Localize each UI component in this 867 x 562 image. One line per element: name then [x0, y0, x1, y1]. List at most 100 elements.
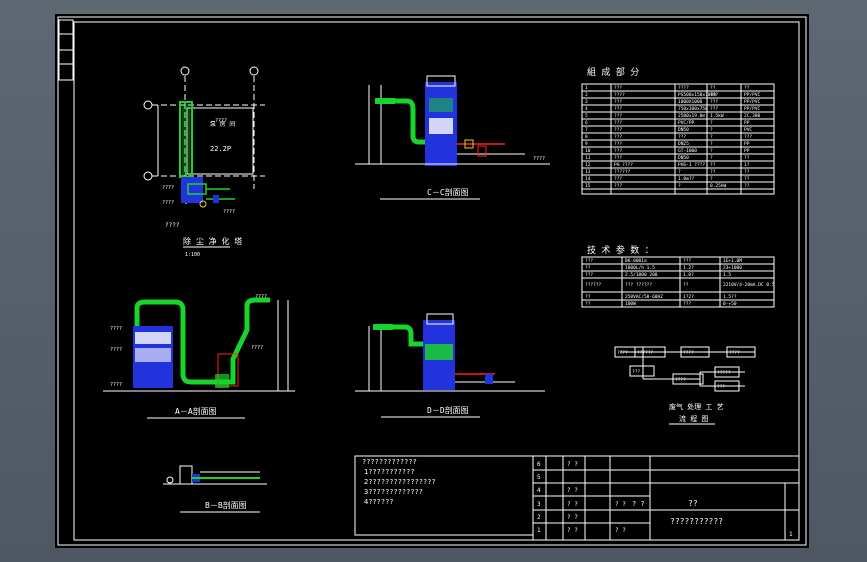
section-cc-title: C－C剖面图 — [427, 187, 469, 197]
title-block — [532, 455, 800, 541]
materials-cell: 14 — [585, 176, 591, 182]
drawing-sheet[interactable]: ???? ???? ???? ???? ???? 泵 房 间 22.2P 除 尘… — [55, 14, 809, 548]
tech-params-cell: 23+1000 — [723, 265, 742, 271]
tech-params-cell: BK-0001a — [625, 258, 647, 264]
tb-qq-2: ? ? — [567, 487, 578, 494]
materials-cell: PS500x150x1000 — [678, 92, 716, 98]
tech-params-title: 技 术 参 数 ： — [587, 244, 654, 256]
plan-view: ???? ???? ???? ???? ???? — [143, 66, 265, 229]
materials-cell: ??? — [614, 120, 622, 126]
materials-cell: 4 — [585, 106, 588, 112]
materials-cell: ? — [678, 183, 681, 189]
tech-params-cell: 1.5?? — [723, 294, 737, 300]
materials-cell: 13 — [585, 169, 591, 175]
materials-cell: ? — [710, 120, 713, 126]
materials-cell: ??? — [614, 99, 622, 105]
materials-cell: ??? — [678, 134, 686, 140]
svg-text:????: ???? — [215, 118, 227, 124]
materials-cell: ???? — [614, 92, 625, 98]
section-bb-drawing — [163, 465, 267, 485]
materials-cell: ??? — [614, 176, 622, 182]
tech-params-cell: ?? — [585, 265, 591, 271]
tb-qq-5: ? ? — [567, 527, 578, 534]
materials-cell: ??? — [614, 134, 622, 140]
materials-cell: 6 — [585, 120, 588, 126]
materials-cell: DN25 — [678, 141, 689, 147]
materials-cell: ?? — [744, 155, 750, 161]
plan-room-label: 泵 房 间 — [210, 120, 235, 128]
tech-params-cell: 1.2? — [683, 265, 694, 271]
tb-qq-7: ? ? — [615, 527, 626, 534]
materials-cell: DN50 — [678, 127, 689, 133]
section-aa-drawing: ???? ???? ???? ???? ???? — [103, 294, 295, 392]
notes-heading: ????????????? — [362, 458, 417, 466]
svg-text:????: ???? — [110, 326, 122, 332]
plan-title: 除 尘 净 化 塔 — [183, 236, 242, 246]
svg-text:????: ???? — [162, 185, 174, 191]
tech-params-cell: 2.5/1000 200 — [625, 272, 658, 278]
materials-cell: 15 — [585, 183, 591, 189]
materials-cell: PP — [744, 120, 750, 126]
tech-params-cell: 1?2? — [683, 294, 694, 300]
materials-cell: ?? — [744, 85, 750, 91]
svg-text:????: ???? — [110, 382, 122, 388]
materials-cell: ??? — [710, 92, 718, 98]
tech-params-cell: 250VAC/50-60HZ — [625, 294, 663, 300]
section-bb-title: B－B剖面图 — [205, 500, 247, 510]
materials-cell: ?? — [744, 169, 750, 175]
flow-box-label: ???? — [729, 350, 740, 356]
materials-cell: ? — [710, 127, 713, 133]
notes-item-2: 2???????????????? — [364, 478, 436, 486]
tech-params-cell: ?????? — [585, 282, 602, 288]
tb-project-name: ??????????? — [670, 517, 723, 526]
materials-cell: ??? — [614, 155, 622, 161]
materials-cell: PVC/PP — [678, 120, 695, 126]
materials-cell: ?? — [710, 162, 716, 168]
materials-cell: 3 — [585, 99, 588, 105]
materials-cell: 1.0m?? — [678, 176, 695, 182]
materials-cell: ??? — [614, 106, 622, 112]
materials-cell: 750x100x750 — [678, 106, 708, 112]
materials-cell: ?? — [744, 183, 750, 189]
materials-table-text: 1???????????2????PS500x150x1000???PP/PVC… — [585, 85, 761, 189]
svg-text:????: ???? — [162, 200, 174, 206]
svg-text:????: ???? — [255, 294, 267, 300]
tb-qq-8: ? ? — [632, 500, 645, 508]
plan-area-label: 22.2P — [210, 145, 231, 153]
section-dd-title: D－D剖面图 — [427, 405, 469, 415]
tech-params-cell: ?? — [585, 294, 591, 300]
tech-params-cell: ?? — [683, 282, 689, 288]
materials-cell: PP/PVC — [744, 92, 761, 98]
process-title-1: 废气 处理 工 艺 — [669, 402, 724, 411]
materials-cell: 11 — [585, 155, 591, 161]
process-flow-diagram — [614, 346, 756, 392]
tech-params-cell: 1.5 — [723, 272, 731, 278]
flow-box-label: ????? — [717, 370, 731, 376]
materials-cell: ???? — [678, 85, 689, 91]
flow-box-label: ??? — [632, 369, 640, 375]
materials-cell: ? — [710, 141, 713, 147]
tb-qq-1: ? ? — [567, 461, 578, 468]
tech-params-cell: ??? — [683, 301, 691, 307]
tb-row-3: 3 — [537, 501, 541, 508]
materials-cell: ?? — [744, 176, 750, 182]
process-title-2: 流 程 图 — [679, 414, 708, 423]
materials-cell: PH ???? — [614, 162, 633, 168]
tech-params-cell: ??? — [683, 258, 691, 264]
svg-text:????: ???? — [251, 345, 263, 351]
materials-cell: ??? — [614, 148, 622, 154]
svg-text:????: ???? — [165, 222, 180, 229]
tech-params-cell: 1.0? — [683, 272, 694, 278]
tech-params-cell: ?? — [585, 301, 591, 307]
svg-text:????: ???? — [110, 347, 122, 353]
tb-qq-6: ? ? — [615, 501, 626, 508]
tb-drawing-name: ?? — [688, 499, 698, 508]
plan-scale: 1:100 — [185, 252, 200, 258]
inner-border — [73, 21, 800, 541]
materials-cell: 1 — [585, 85, 588, 91]
materials-cell: 1? — [744, 162, 750, 168]
materials-cell: ?? — [710, 85, 716, 91]
materials-cell: ??? — [614, 183, 622, 189]
